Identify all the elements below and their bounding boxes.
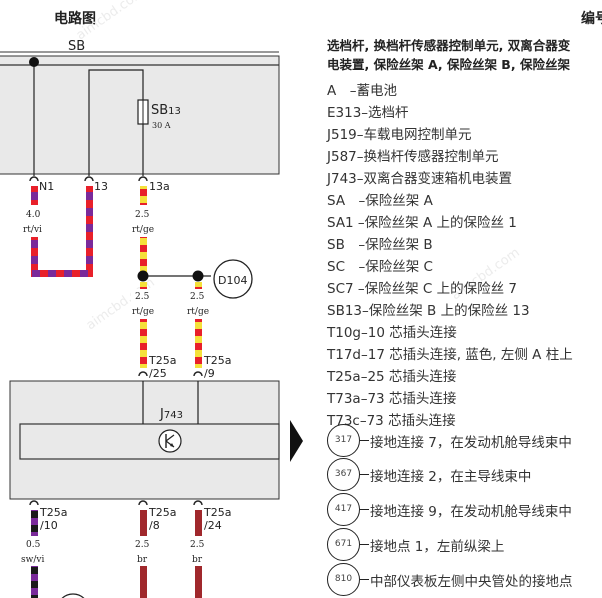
connector-pin: /10 <box>40 519 58 532</box>
wire-label-mask <box>131 289 157 319</box>
connector-label: T25a <box>148 354 176 367</box>
watermark: aimcbd.com <box>74 0 148 43</box>
legend-item: J587–换档杆传感器控制单元 <box>327 149 499 165</box>
wire-label-mask <box>186 536 212 566</box>
wire-label-mask <box>186 289 212 319</box>
ground-description: 中部仪表板左侧中央管处的接地点 <box>370 574 573 590</box>
connector-pin: /9 <box>204 367 215 380</box>
legend-item: SC7 –保险丝架 C 上的保险丝 7 <box>327 281 518 297</box>
fuse-label: SB13 <box>151 103 181 118</box>
legend-item: T73c–73 芯插头连接 <box>327 413 456 429</box>
junction-node <box>192 270 204 282</box>
junction-d104-circle <box>213 259 253 299</box>
legend-dash <box>360 440 369 442</box>
wire-color-code: rt/vi <box>23 225 42 235</box>
pin-arcs <box>29 176 148 182</box>
wire-label-mask <box>131 536 157 566</box>
ground-symbol-icon: 317 <box>327 424 360 457</box>
wire-color-code: rt/ge <box>132 225 154 235</box>
ground-symbol-icon: 417 <box>327 493 360 526</box>
legend-dash <box>360 579 369 581</box>
wire-label-mask <box>20 536 50 566</box>
wire-label-mask <box>131 205 157 237</box>
legend-item: SB13–保险丝架 B 上的保险丝 13 <box>327 303 530 319</box>
connector-label: T25a <box>148 506 176 519</box>
ground-description: 接地连接 2，在主导线束中 <box>370 469 532 485</box>
ground-symbol-icon: 671 <box>327 528 360 561</box>
legend-item: A –蓄电池 <box>327 83 397 99</box>
diagram-title: 电路图 <box>54 11 96 27</box>
legend-item: SB –保险丝架 B <box>327 237 433 253</box>
wire-size: 2.5 <box>135 210 150 220</box>
wire-color-code: br <box>192 555 203 565</box>
legend-item: T73a–73 芯插头连接 <box>327 391 457 407</box>
legend-heading-line-1: 选档杆, 换档杆传感器控制单元, 双离合器变 <box>327 38 571 53</box>
bus-node <box>29 57 39 67</box>
wire-size: 2.5 <box>190 292 205 302</box>
wire-color-code: rt/ge <box>187 307 209 317</box>
wire-size: 2.5 <box>190 540 205 550</box>
legend-item: J519–车载电网控制单元 <box>327 127 472 143</box>
connector-label: T25a <box>39 506 67 519</box>
wire-color-code: rt/ge <box>132 307 154 317</box>
legend-item: E313–选档杆 <box>327 105 409 121</box>
legend-dash <box>360 474 369 476</box>
legend-dash <box>360 509 369 511</box>
junction-label: D104 <box>218 274 247 287</box>
legend-item: T10g–10 芯插头连接 <box>327 325 457 341</box>
wire-rt-ge <box>195 282 202 368</box>
wire-size: 2.5 <box>135 540 150 550</box>
connector-arcs <box>29 500 203 506</box>
bus-lines <box>33 62 144 176</box>
fuse-rating: 30 A <box>152 121 171 130</box>
connector-pin: /8 <box>149 519 160 532</box>
wire-label-mask <box>22 205 48 237</box>
pin-label-n1: N1 <box>39 180 54 193</box>
wire-color-code: br <box>137 555 148 565</box>
ground-description: 接地点 1，左前纵梁上 <box>370 539 505 555</box>
legend-item: SA –保险丝架 A <box>327 193 433 209</box>
component-legend: 选档杆, 换档杆传感器控制单元, 双离合器变 电装置, 保险丝架 A, 保险丝架… <box>327 36 602 432</box>
connector-pin: /24 <box>204 519 222 532</box>
module-j743 <box>9 380 280 500</box>
legend-dash <box>360 544 369 546</box>
legend-list: A –蓄电池 E313–选档杆 J519–车载电网控制单元 J587–换档杆传感… <box>327 80 602 432</box>
legend-item: T25a–25 芯插头连接 <box>327 369 457 385</box>
wire-size: 4.0 <box>26 210 41 220</box>
module-label: J743 <box>159 407 183 422</box>
junction-node <box>137 270 149 282</box>
transistor-icon <box>158 429 182 453</box>
wire-color-code: sw/vi <box>21 555 44 565</box>
ground-description: 接地连接 7，在发动机舱导线束中 <box>370 435 572 451</box>
page-arrow-icon[interactable] <box>290 420 303 462</box>
legend-heading-line-2: 电装置, 保险丝架 A, 保险丝架 B, 保险丝架 <box>327 57 570 72</box>
connector-pin: /25 <box>149 367 167 380</box>
connector-label: T25a <box>203 354 231 367</box>
wire-size: 2.5 <box>135 292 150 302</box>
ground-symbol-icon: 810 <box>327 563 360 596</box>
connector-label: T25a <box>203 506 231 519</box>
wire-size: 0.5 <box>26 540 41 550</box>
legend-item: J743–双离合器变速箱机电装置 <box>327 171 512 187</box>
pin-label-13a: 13a <box>149 180 170 193</box>
connector-arcs <box>138 371 203 377</box>
fuse-box-label: SB <box>68 39 85 54</box>
ground-description: 接地连接 9，在发动机舱导线束中 <box>370 504 572 520</box>
legend-item: SC –保险丝架 C <box>327 259 433 275</box>
wire-rt-ge <box>140 282 147 368</box>
legend-item: T17d–17 芯插头连接, 蓝色, 左侧 A 柱上 <box>327 347 573 363</box>
legend-item: SA1 –保险丝架 A 上的保险丝 1 <box>327 215 517 231</box>
pin-label-13: 13 <box>94 180 108 193</box>
legend-title: 编号 <box>581 11 602 27</box>
partial-component-circle <box>61 593 85 598</box>
ground-symbol-icon: 367 <box>327 458 360 491</box>
